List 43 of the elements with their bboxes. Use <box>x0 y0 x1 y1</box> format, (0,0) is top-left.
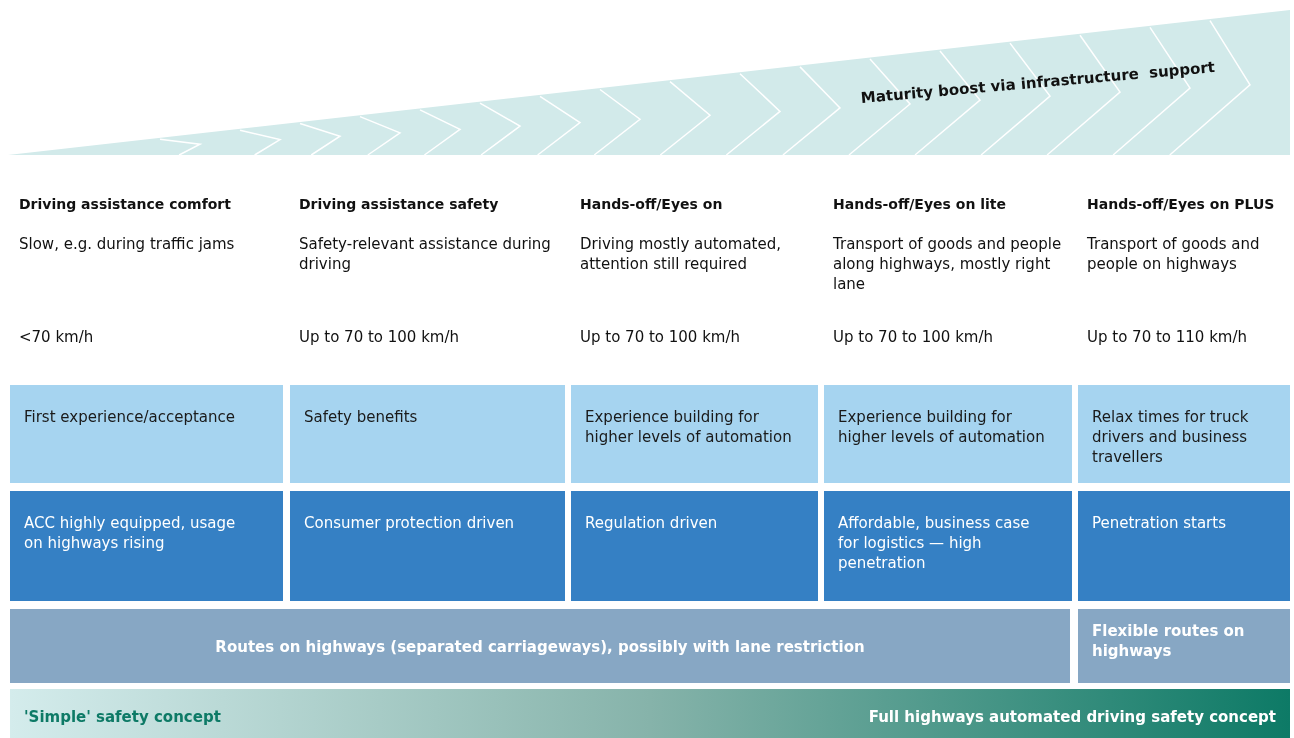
driver-box <box>571 491 818 601</box>
route-band <box>1078 609 1290 683</box>
driver-box <box>290 491 565 601</box>
column-heading: Driving assistance safety <box>299 195 499 214</box>
benefit-box <box>571 385 818 483</box>
box-text: Consumer protection driven <box>304 513 516 533</box>
column-heading: Hands-off/Eyes on PLUS <box>1087 195 1275 214</box>
column-heading: Hands-off/Eyes on lite <box>833 195 1006 214</box>
speed-text: Up to 70 to 100 km/h <box>580 327 742 347</box>
box-text: Routes on highways (separated carriageways), possibly with lane restriction <box>215 637 865 657</box>
benefit-box <box>10 385 283 483</box>
box-text: Relax times for truck drivers and business travellers <box>1092 407 1250 467</box>
driver-box <box>10 491 283 601</box>
route-band <box>10 609 1070 683</box>
description-text: Driving mostly automated, attention still required <box>580 234 782 274</box>
concept-label: 'Simple' safety concept <box>24 707 221 727</box>
box-text: Affordable, business case for logistics — high penetration <box>838 513 1031 573</box>
speed-text: Up to 70 to 100 km/h <box>833 327 995 347</box>
column-heading: Driving assistance comfort <box>19 195 231 214</box>
benefit-box <box>824 385 1072 483</box>
speed-text: <70 km/h <box>19 327 95 347</box>
driver-box <box>824 491 1072 601</box>
box-text: ACC highly equipped, usage on highways rising <box>24 513 237 553</box>
box-text: Flexible routes on highways <box>1092 621 1246 661</box>
box-text: Penetration starts <box>1092 513 1227 533</box>
banner-label: Maturity boost via infrastructure support <box>860 57 1216 108</box>
box-text: Safety benefits <box>304 407 419 427</box>
benefit-box <box>1078 385 1290 483</box>
box-text: Experience building for higher levels of automation <box>585 407 792 447</box>
description-text: Slow, e.g. during traffic jams <box>19 234 236 254</box>
column-heading: Hands-off/Eyes on <box>580 195 723 214</box>
safety-concept-bar <box>10 689 1290 738</box>
box-text: First experience/acceptance <box>24 407 237 427</box>
description-text: Transport of goods and people along highways, mostly right lane <box>833 234 1063 294</box>
concept-label: Full highways automated driving safety concept <box>868 707 1276 727</box>
description-text: Transport of goods and people on highways <box>1087 234 1261 274</box>
box-text: Regulation driven <box>585 513 719 533</box>
benefit-box <box>290 385 565 483</box>
driver-box <box>1078 491 1290 601</box>
speed-text: Up to 70 to 100 km/h <box>299 327 461 347</box>
description-text: Safety-relevant assistance during driving <box>299 234 552 274</box>
box-text: Experience building for higher levels of automation <box>838 407 1046 447</box>
speed-text: Up to 70 to 110 km/h <box>1087 327 1249 347</box>
